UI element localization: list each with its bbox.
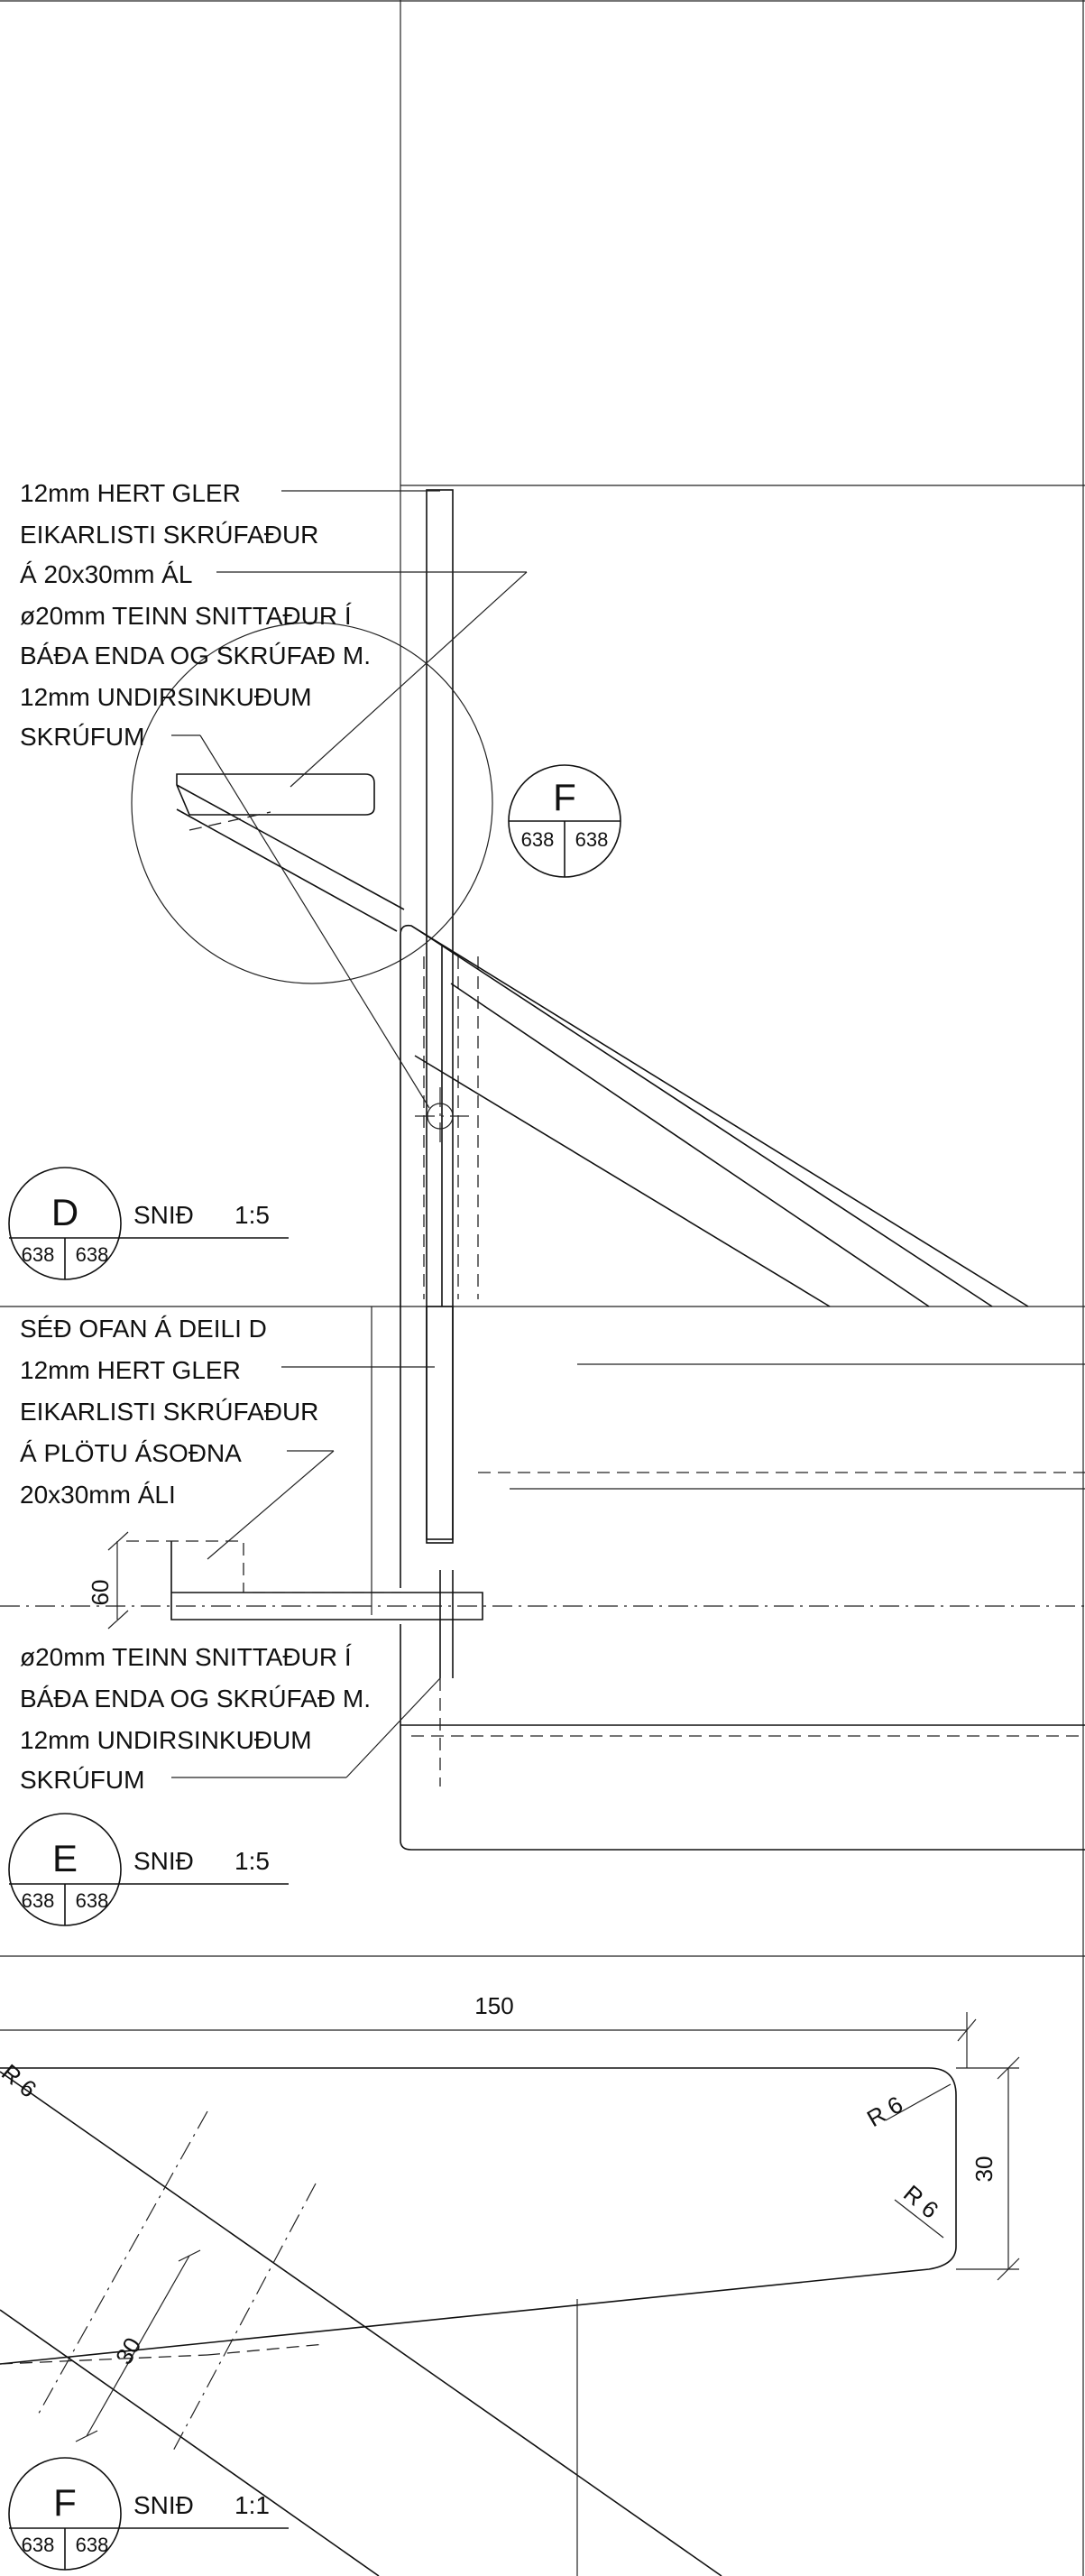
radius-label: R 6 xyxy=(898,2180,943,2224)
svg-text:638: 638 xyxy=(22,2534,55,2556)
oak-strip xyxy=(176,773,375,816)
svg-text:638: 638 xyxy=(521,828,555,851)
glass-pane xyxy=(426,1306,454,1544)
note-line: BÁÐA ENDA OG SKRÚFAÐ M. xyxy=(20,1685,371,1713)
svg-text:638: 638 xyxy=(76,1889,109,1912)
section-d-notes: 12mm HERT GLER EIKARLISTI SKRÚFAÐUR Á 20… xyxy=(20,479,371,751)
note-line: EIKARLISTI SKRÚFAÐUR xyxy=(20,1398,318,1426)
section-d-drawing xyxy=(131,489,1029,1540)
note-line: ø20mm TEINN SNITTAÐUR Í xyxy=(20,602,352,630)
note-line: ø20mm TEINN SNITTAÐUR Í xyxy=(20,1643,352,1671)
svg-text:638: 638 xyxy=(22,1243,55,1266)
svg-text:638: 638 xyxy=(575,828,609,851)
note-line: SÉÐ OFAN Á DEILI D xyxy=(20,1315,267,1343)
note-line: Á 20x30mm ÁL xyxy=(20,560,192,588)
detail-circle xyxy=(131,622,493,984)
dimension-label: 30 xyxy=(970,2156,998,2183)
svg-text:638: 638 xyxy=(76,2534,109,2556)
section-f-drawing: 150 30 R 6 R 6 R 6 30 xyxy=(0,1992,1020,2576)
section-e-notes: SÉÐ OFAN Á DEILI D 12mm HERT GLER EIKARL… xyxy=(20,1315,371,1794)
callout-bubble-f: F 638 638 xyxy=(508,764,621,878)
note-line: BÁÐA ENDA OG SKRÚFAÐ M. xyxy=(20,642,371,669)
note-line: SKRÚFUM xyxy=(20,1766,144,1794)
section-label: SNIÐ xyxy=(133,1847,194,1875)
post xyxy=(400,924,443,1306)
note-line: 12mm UNDIRSINKUÐUM xyxy=(20,1726,312,1754)
glass-pane xyxy=(426,489,454,1540)
section-scale: 1:5 xyxy=(234,1847,270,1875)
section-scale: 1:1 xyxy=(234,2491,270,2519)
note-line: 12mm UNDIRSINKUÐUM xyxy=(20,683,312,711)
note-line: 12mm HERT GLER xyxy=(20,479,241,507)
svg-text:F: F xyxy=(53,2481,77,2524)
svg-text:D: D xyxy=(51,1191,78,1233)
section-marker-d: D 638 638 SNIÐ 1:5 xyxy=(8,1167,289,1280)
section-label: SNIÐ xyxy=(133,1201,194,1229)
section-marker-f: F 638 638 SNIÐ 1:1 xyxy=(8,2457,289,2571)
note-line: 12mm HERT GLER xyxy=(20,1356,241,1384)
section-label: SNIÐ xyxy=(133,2491,194,2519)
section-marker-e: E 638 638 SNIÐ 1:5 xyxy=(8,1813,289,1926)
dimension-label: 30 xyxy=(110,2332,146,2368)
note-line: Á PLÖTU ÁSOÐNA xyxy=(20,1439,242,1467)
dimension-label: 150 xyxy=(474,1992,513,2019)
note-line: SKRÚFUM xyxy=(20,723,144,751)
svg-text:F: F xyxy=(553,776,576,818)
note-line: EIKARLISTI SKRÚFAÐUR xyxy=(20,521,318,549)
svg-text:E: E xyxy=(52,1837,78,1879)
svg-text:638: 638 xyxy=(22,1889,55,1912)
section-e-drawing: 60 xyxy=(0,1306,1085,1851)
svg-text:638: 638 xyxy=(76,1243,109,1266)
note-line: 20x30mm ÁLI xyxy=(20,1481,176,1509)
dimension-label: 60 xyxy=(87,1580,114,1606)
radius-label: R 6 xyxy=(862,2091,907,2132)
section-scale: 1:5 xyxy=(234,1201,270,1229)
